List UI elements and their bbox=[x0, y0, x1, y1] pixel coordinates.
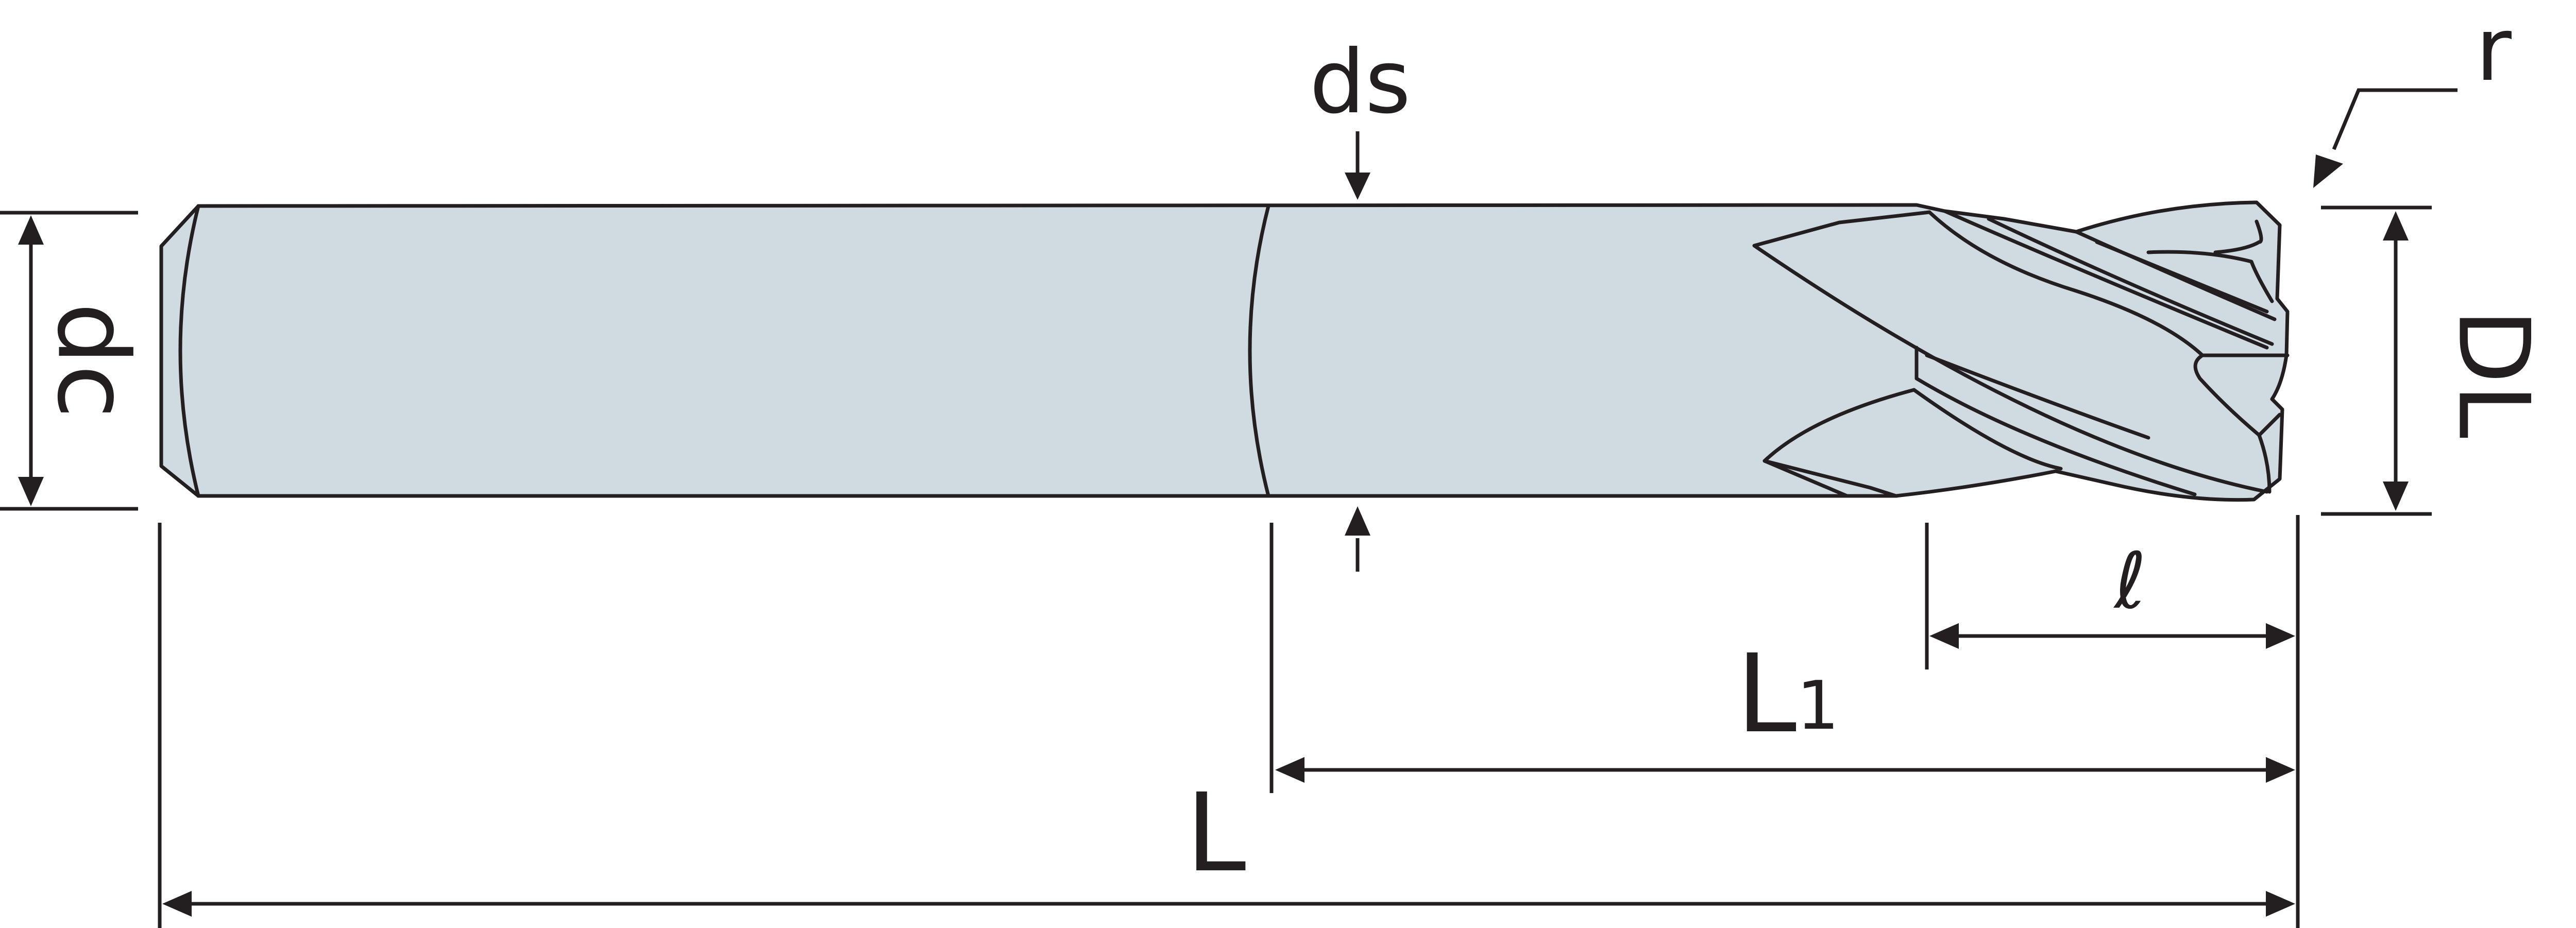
DL-dimension: DL bbox=[2321, 205, 2551, 516]
neck-transition-curve bbox=[1248, 204, 1270, 498]
flute-helix-top-1 bbox=[1943, 209, 2269, 350]
flute-top-sweep bbox=[1927, 210, 2205, 357]
end-face-gash bbox=[2193, 353, 2282, 437]
flute-lower-edge bbox=[1762, 459, 1849, 498]
flute-middle-band bbox=[1914, 346, 2197, 496]
DL-arrow-down-icon bbox=[2383, 482, 2409, 511]
L1-arrow-left-icon bbox=[1275, 757, 1304, 783]
flute-lower-notch bbox=[1762, 388, 1916, 498]
dc-arrow-up-icon bbox=[18, 215, 44, 245]
end-face-upper bbox=[2146, 250, 2274, 303]
L-arrow-right-icon bbox=[2266, 891, 2295, 917]
L1-dimension: L1 bbox=[1275, 631, 2295, 783]
l-arrow-left-icon bbox=[1929, 623, 1959, 649]
L-dimension: L bbox=[162, 770, 2295, 917]
L-label: L bbox=[1186, 770, 1246, 896]
DL-arrow-up-icon bbox=[2383, 211, 2409, 240]
tool-body bbox=[159, 200, 2290, 502]
dc-dimension: dc bbox=[0, 211, 150, 511]
l-label: ℓ bbox=[2113, 537, 2146, 626]
L1-label: L1 bbox=[1736, 631, 1839, 757]
ds-arrow-up-icon bbox=[1345, 506, 1370, 536]
r-arrow-icon bbox=[2313, 154, 2343, 188]
flute-middle-lower bbox=[1912, 388, 2063, 471]
DL-label: DL bbox=[2437, 308, 2551, 438]
end-face-notch bbox=[2213, 219, 2263, 254]
dc-arrow-down-icon bbox=[18, 477, 44, 506]
ds-dimension: ds bbox=[1310, 31, 1411, 572]
L-arrow-left-icon bbox=[162, 891, 192, 917]
ds-label: ds bbox=[1310, 31, 1411, 133]
dc-label: dc bbox=[36, 302, 150, 418]
flute-center-line bbox=[1925, 353, 2150, 440]
r-callout: r bbox=[2313, 0, 2512, 188]
L1-arrow-right-icon bbox=[2266, 757, 2295, 783]
l-dimension: ℓ bbox=[1929, 537, 2295, 649]
flute-upper-notch bbox=[1752, 210, 2269, 494]
r-label: r bbox=[2476, 0, 2512, 101]
L1-label-main: L bbox=[1736, 631, 1797, 757]
r-leader-line bbox=[2332, 88, 2458, 150]
end-face-lower bbox=[2257, 433, 2272, 494]
ds-arrow-down-icon bbox=[1345, 173, 1370, 200]
L1-label-sub: 1 bbox=[1797, 666, 1839, 745]
shank-end-curve bbox=[178, 204, 200, 498]
l-arrow-right-icon bbox=[2266, 623, 2295, 649]
end-mill-tool bbox=[159, 200, 2290, 502]
flute-helix-top-2 bbox=[1987, 217, 2274, 346]
flute-tip-rake-2 bbox=[2095, 240, 2269, 314]
